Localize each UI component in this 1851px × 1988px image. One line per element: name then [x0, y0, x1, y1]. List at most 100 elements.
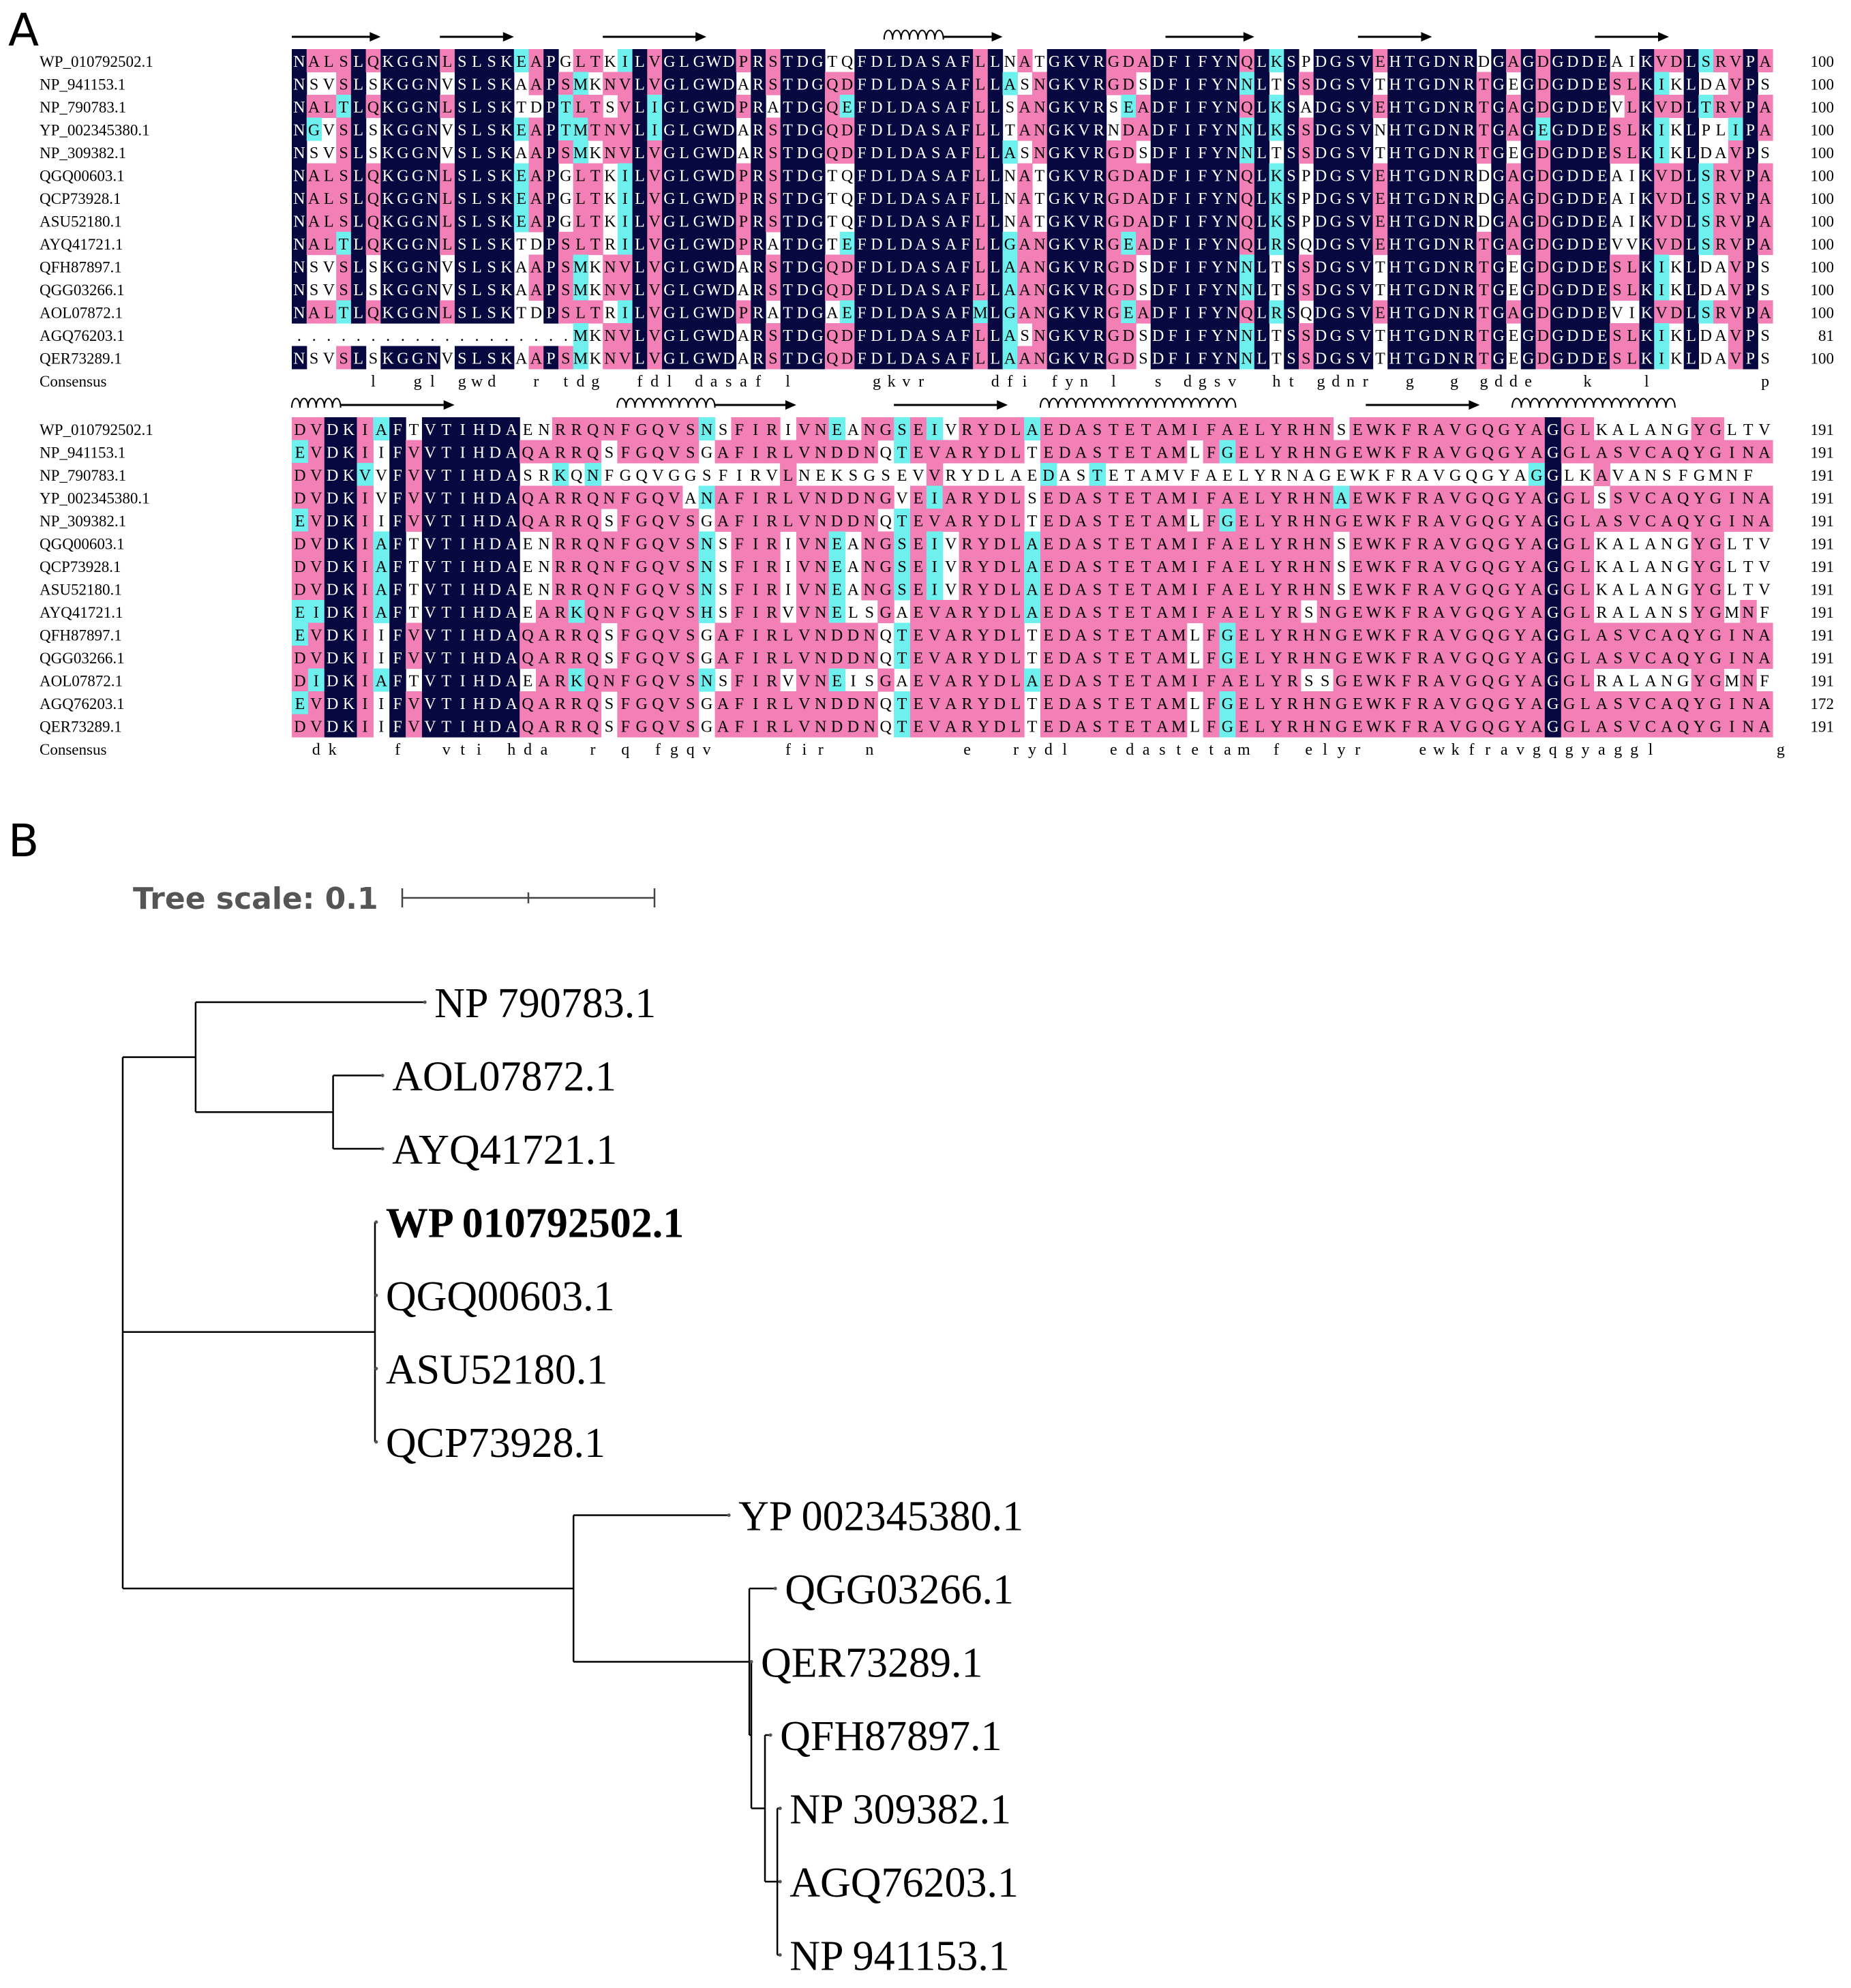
residue-letter: H [1389, 53, 1400, 71]
residue-letter: L [1627, 122, 1637, 140]
residue-letter: S [1346, 259, 1355, 277]
residue-letter: D [1567, 76, 1578, 94]
consensus-letter: l [1111, 373, 1116, 391]
residue-letter: L [990, 213, 1000, 231]
residue-letter: L [679, 327, 689, 345]
residue-letter: G [880, 536, 892, 554]
residue-letter: R [1715, 236, 1726, 254]
residue-letter: W [1366, 490, 1382, 508]
residue-letter: A [1433, 719, 1445, 736]
residue-letter: A [1661, 513, 1673, 530]
residue-letter: . [520, 327, 524, 345]
residue-letter: R [571, 445, 582, 462]
residue-letter: W [706, 305, 722, 322]
residue-letter: F [858, 168, 867, 185]
residue-letter: K [382, 145, 395, 162]
residue-letter: V [798, 536, 811, 554]
residue-letter: A [1019, 122, 1031, 140]
residue-cell [425, 232, 440, 256]
residue-cell [380, 186, 396, 210]
residue-letter: Q [1482, 650, 1494, 667]
residue-letter: N [1319, 421, 1331, 439]
residue-letter: A [767, 305, 779, 322]
residue-letter: D [901, 282, 912, 299]
residue-letter: K [1064, 99, 1076, 117]
residue-letter: G [701, 695, 712, 713]
residue-letter: E [1353, 558, 1363, 576]
residue-letter: F [735, 673, 744, 691]
residue-letter: Y [978, 673, 989, 691]
residue-letter: L [1011, 582, 1021, 599]
residue-letter: Q [367, 190, 379, 208]
residue-letter: F [393, 536, 402, 554]
residue-letter: G [1222, 445, 1233, 462]
residue-letter: L [1580, 445, 1591, 462]
residue-letter: T [409, 536, 419, 554]
residue-letter: P [546, 236, 555, 254]
sequence-end-number: 100 [1811, 259, 1835, 276]
residue-letter: V [929, 673, 941, 691]
residue-letter: A [1075, 513, 1087, 530]
residue-letter: K [500, 99, 513, 117]
residue-letter: R [1417, 582, 1428, 599]
residue-letter: L [575, 213, 586, 231]
residue-cell [454, 72, 470, 95]
residue-letter: K [1641, 145, 1653, 162]
residue-letter: H [473, 421, 485, 439]
residue-letter: A [1205, 467, 1218, 485]
residue-letter: Q [587, 558, 599, 576]
residue-letter: S [865, 604, 874, 622]
residue-letter: K [343, 673, 355, 691]
residue-letter: D [1123, 53, 1134, 71]
residue-letter: N [1004, 53, 1016, 71]
residue-letter: D [490, 490, 501, 508]
residue-letter: G [1330, 305, 1342, 322]
residue-letter: D [871, 350, 882, 368]
residue-letter: A [1612, 582, 1625, 599]
consensus-letter: y [1065, 373, 1073, 391]
residue-letter: I [753, 719, 758, 736]
residue-letter: S [1027, 490, 1036, 508]
residue-letter: Y [1270, 650, 1282, 667]
residue-letter: T [409, 582, 419, 599]
residue-letter: D [1434, 282, 1445, 299]
residue-letter: L [886, 168, 897, 185]
residue-letter: S [339, 213, 348, 231]
residue-letter: F [1207, 536, 1216, 554]
residue-letter: D [1478, 213, 1490, 231]
residue-letter: N [1034, 99, 1045, 117]
residue-cell [395, 277, 411, 301]
residue-letter: S [768, 145, 777, 162]
residue-letter: H [473, 490, 485, 508]
residue-letter: L [1256, 236, 1267, 254]
residue-letter: I [622, 213, 628, 231]
residue-letter: N [427, 145, 438, 162]
residue-letter: V [1078, 327, 1090, 345]
residue-letter: D [994, 627, 1006, 645]
residue-letter: Q [880, 513, 892, 530]
residue-letter: L [783, 513, 794, 530]
residue-letter: E [914, 558, 924, 576]
residue-letter: L [886, 122, 897, 140]
residue-letter: R [571, 719, 582, 736]
residue-letter: G [1552, 53, 1563, 71]
residue-letter: D [797, 282, 809, 299]
residue-letter: N [815, 604, 826, 622]
residue-letter: Y [1514, 445, 1526, 462]
residue-letter: D [871, 168, 882, 185]
residue-letter: L [679, 350, 689, 368]
residue-letter: V [1730, 99, 1742, 117]
residue-letter: L [635, 213, 645, 231]
residue-letter: L [886, 305, 897, 322]
residue-cell [440, 209, 455, 232]
residue-letter: S [897, 582, 906, 599]
residue-letter: Y [1694, 558, 1705, 576]
residue-letter: S [897, 536, 906, 554]
consensus-label: Consensus [40, 373, 106, 390]
residue-letter: E [1375, 168, 1385, 185]
residue-letter: E [1353, 582, 1363, 599]
residue-letter: S [1093, 627, 1102, 645]
residue-letter: A [945, 445, 957, 462]
residue-letter: N [1241, 327, 1252, 345]
residue-letter: A [1715, 282, 1727, 299]
